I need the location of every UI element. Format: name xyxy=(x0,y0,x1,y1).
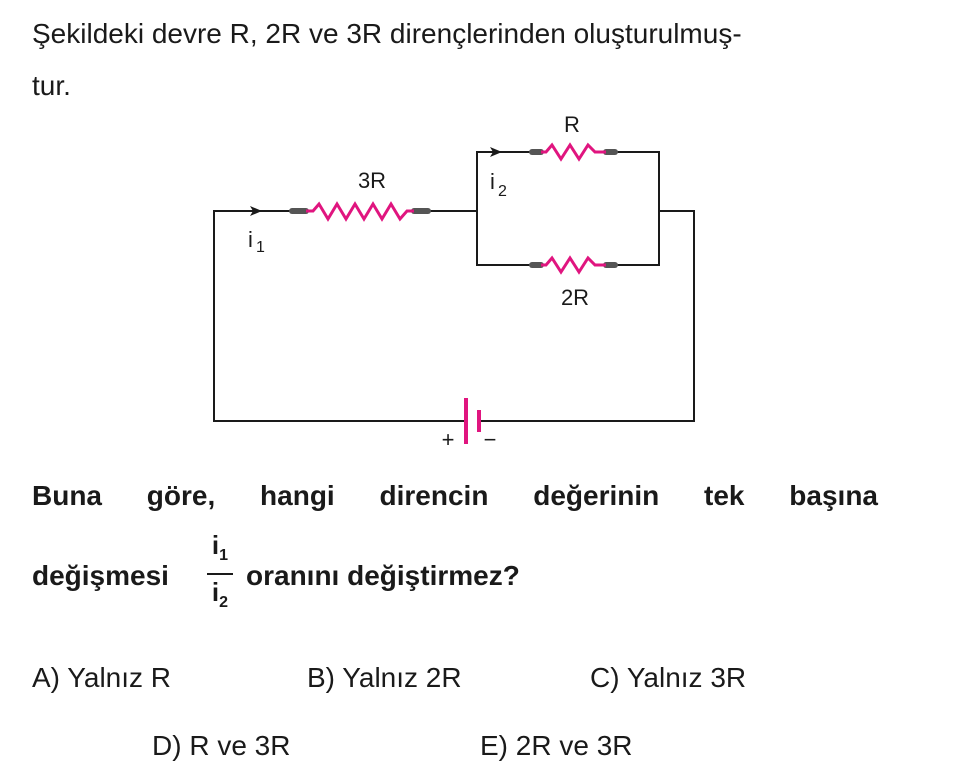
option-d[interactable]: D) R ve 3R xyxy=(152,730,291,761)
resistor-r xyxy=(529,142,618,162)
wires xyxy=(213,151,695,422)
label-i2-sub: 2 xyxy=(498,183,507,200)
question-line-2-post: oranını değiştirmez? xyxy=(246,560,520,591)
label-i2: i xyxy=(490,169,495,194)
label-plus: + xyxy=(442,427,455,452)
current-arrow-i2 xyxy=(490,147,502,157)
label-minus: − xyxy=(484,427,497,452)
resistor-3r xyxy=(289,201,431,222)
circuit-diagram: 3R R 2R i 1 i 2 + − xyxy=(213,112,695,452)
question-line-2-pre: değişmesi xyxy=(32,560,169,591)
option-e[interactable]: E) 2R ve 3R xyxy=(480,730,633,761)
label-3r: 3R xyxy=(358,168,386,193)
label-r: R xyxy=(564,112,580,137)
option-c[interactable]: C) Yalnız 3R xyxy=(590,662,747,693)
label-2r: 2R xyxy=(561,285,589,310)
fraction-denominator: i xyxy=(211,577,220,608)
current-arrow-i1 xyxy=(250,206,262,216)
battery-icon xyxy=(464,398,481,444)
label-i1-sub: 1 xyxy=(256,239,265,256)
label-i1: i xyxy=(248,227,253,252)
intro-line-2: tur. xyxy=(32,70,71,101)
fraction: i1 i2 xyxy=(205,528,235,620)
option-a[interactable]: A) Yalnız R xyxy=(32,662,172,693)
resistor-2r xyxy=(529,255,618,275)
fraction-numerator: i xyxy=(211,530,220,560)
question-line-1: Buna göre, hangi direncin değerinin tek … xyxy=(32,480,878,511)
fraction-denominator-sub: 2 xyxy=(219,594,229,612)
option-b[interactable]: B) Yalnız 2R xyxy=(307,662,462,693)
intro-text: Şekildeki devre R, 2R ve 3R dirençlerind… xyxy=(32,8,932,112)
fraction-numerator-sub: 1 xyxy=(219,547,229,565)
intro-line-1: Şekildeki devre R, 2R ve 3R dirençlerind… xyxy=(32,18,742,49)
